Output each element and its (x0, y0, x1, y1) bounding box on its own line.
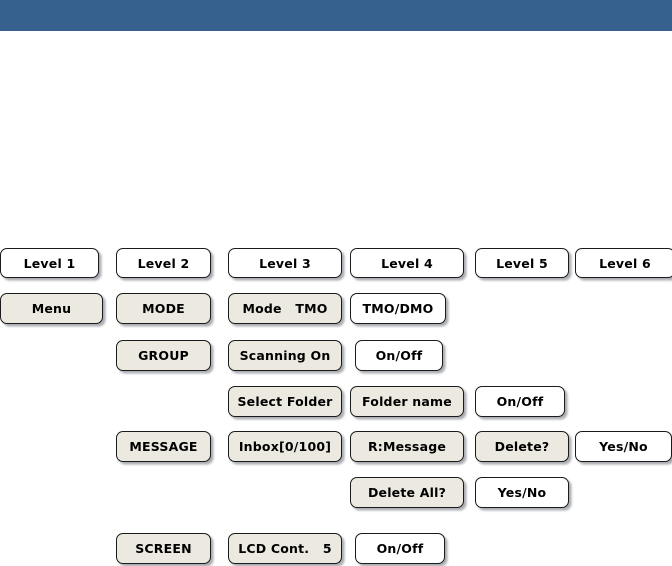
menu-node-yes-no[interactable]: Yes/No (475, 477, 569, 508)
header-band (0, 0, 672, 31)
menu-node-group[interactable]: GROUP (116, 340, 211, 371)
menu-node-on-off[interactable]: On/Off (355, 340, 443, 371)
menu-node-mode-tmo[interactable]: Mode TMO (228, 293, 342, 324)
menu-node-delete[interactable]: Delete? (475, 431, 569, 462)
column-header-level-3[interactable]: Level 3 (228, 248, 342, 278)
column-header-level-1[interactable]: Level 1 (0, 248, 99, 278)
menu-node-scanning-on[interactable]: Scanning On (228, 340, 342, 371)
menu-node-select-folder[interactable]: Select Folder (228, 386, 342, 417)
menu-node-lcd-cont-5[interactable]: LCD Cont. 5 (228, 533, 342, 564)
menu-node-delete-all[interactable]: Delete All? (350, 477, 464, 508)
menu-node-on-off[interactable]: On/Off (355, 533, 445, 564)
menu-node-r-message[interactable]: R:Message (350, 431, 464, 462)
menu-node-inbox-0-100[interactable]: Inbox[0/100] (228, 431, 342, 462)
menu-node-mode[interactable]: MODE (116, 293, 211, 324)
menu-node-menu[interactable]: Menu (0, 293, 103, 324)
menu-node-tmo-dmo[interactable]: TMO/DMO (350, 293, 446, 324)
menu-node-message[interactable]: MESSAGE (116, 431, 211, 462)
column-header-level-4[interactable]: Level 4 (350, 248, 464, 278)
column-header-level-2[interactable]: Level 2 (116, 248, 211, 278)
menu-node-on-off[interactable]: On/Off (475, 386, 565, 417)
column-header-level-5[interactable]: Level 5 (475, 248, 569, 278)
column-header-level-6[interactable]: Level 6 (575, 248, 672, 278)
menu-node-folder-name[interactable]: Folder name (350, 386, 464, 417)
menu-node-yes-no[interactable]: Yes/No (575, 431, 672, 462)
menu-node-screen[interactable]: SCREEN (116, 533, 211, 564)
